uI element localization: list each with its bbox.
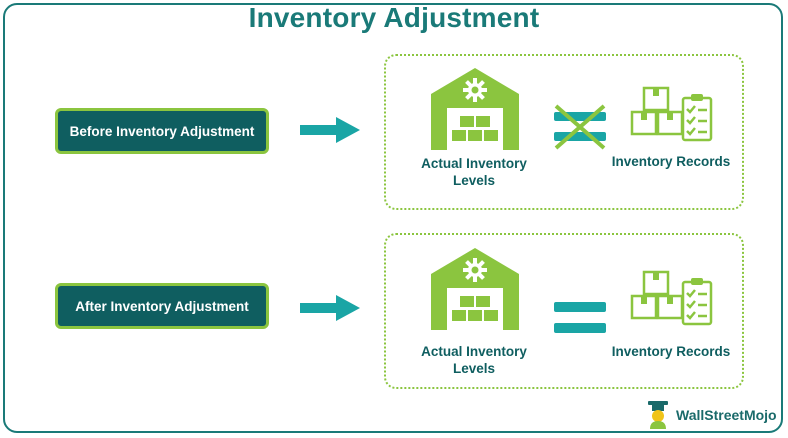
- boxes-clipboard-icon: [630, 86, 713, 142]
- before-label-text: Before Inventory Adjustment: [69, 123, 255, 139]
- after-label-box: After Inventory Adjustment: [55, 283, 269, 329]
- equals-icon: [554, 302, 606, 333]
- arrow-right-icon: [300, 295, 360, 321]
- diagram-frame: [3, 3, 783, 433]
- boxes-clipboard-icon: [630, 270, 713, 326]
- before-label-box: Before Inventory Adjustment: [55, 108, 269, 154]
- brand: WallStreetMojo: [646, 401, 777, 429]
- brand-logo-icon: [648, 401, 668, 429]
- warehouse-icon: [431, 68, 519, 150]
- after-actual-caption: Actual Inventory Levels: [421, 344, 527, 376]
- page-title: Inventory Adjustment: [248, 2, 540, 33]
- after-label-text: After Inventory Adjustment: [75, 298, 249, 314]
- before-panel: [384, 54, 744, 210]
- arrow-right-icon: [300, 117, 360, 143]
- crossed-equals-icon: [554, 104, 606, 150]
- before-records-caption: Inventory Records: [611, 154, 731, 169]
- warehouse-icon: [431, 248, 519, 330]
- brand-name: WallStreetMojo: [676, 407, 777, 423]
- after-panel: [384, 233, 744, 389]
- before-actual-caption: Actual Inventory Levels: [421, 156, 527, 188]
- after-records-caption: Inventory Records: [611, 344, 731, 359]
